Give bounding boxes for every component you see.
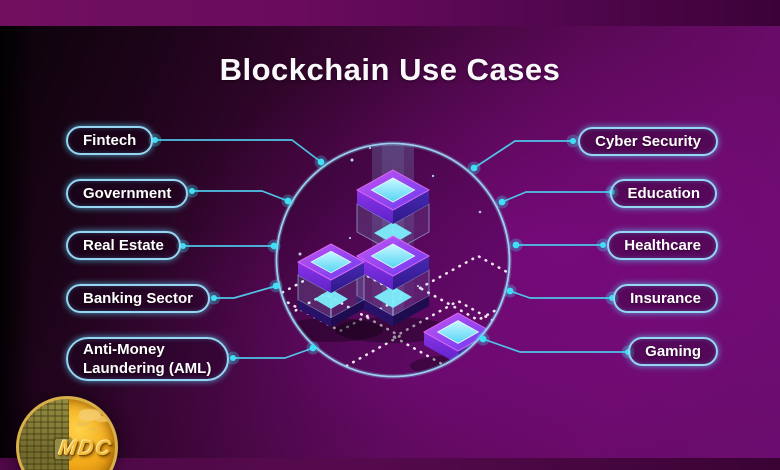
node-label: Banking Sector bbox=[83, 290, 194, 307]
node-real-estate: Real Estate bbox=[66, 231, 181, 260]
connector-dots bbox=[148, 133, 635, 365]
cube-stack-tall bbox=[355, 169, 431, 326]
node-banking-sector: Banking Sector bbox=[66, 284, 211, 313]
blockchain-cubes-illustration bbox=[276, 143, 510, 377]
node-education: Education bbox=[610, 179, 717, 208]
node-label: Fintech bbox=[83, 132, 137, 149]
connector-lines bbox=[155, 139, 628, 359]
node-label: Education bbox=[627, 185, 700, 202]
node-government: Government bbox=[66, 179, 189, 208]
node-label: Insurance bbox=[630, 290, 701, 307]
coin-chip bbox=[55, 439, 71, 459]
page-title: Blockchain Use Cases bbox=[219, 52, 561, 87]
bottom-border-bar bbox=[0, 458, 780, 470]
node-insurance: Insurance bbox=[613, 284, 718, 313]
node-label: Anti-Money Laundering (AML) bbox=[83, 341, 212, 377]
node-label: Real Estate bbox=[83, 237, 164, 254]
node-anti-money-laundering: Anti-Money Laundering (AML) bbox=[66, 337, 229, 381]
central-circle bbox=[275, 142, 511, 378]
node-fintech: Fintech bbox=[66, 126, 154, 155]
top-border-bar bbox=[0, 0, 780, 26]
node-cyber-security: Cyber Security bbox=[578, 127, 718, 156]
node-healthcare: Healthcare bbox=[607, 231, 718, 260]
coin-world-map bbox=[79, 409, 101, 421]
node-label: Cyber Security bbox=[595, 133, 701, 150]
node-label: Healthcare bbox=[624, 237, 701, 254]
mdc-coin-logo: MDC bbox=[16, 396, 118, 470]
node-label: Government bbox=[83, 185, 172, 202]
coin-brand-text: MDC bbox=[57, 437, 115, 460]
node-gaming: Gaming bbox=[628, 337, 718, 366]
node-label: Gaming bbox=[645, 343, 701, 360]
cube-stack-left bbox=[296, 243, 366, 327]
